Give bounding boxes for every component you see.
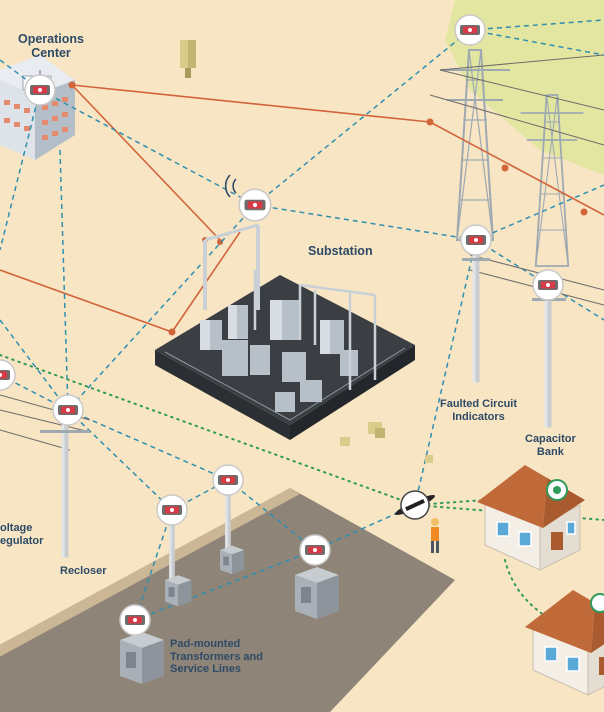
capacitor-bank-label: Capacitor Bank [525,433,576,458]
sensor-ops-center [24,74,56,106]
operations-center-label-line2: Center [31,46,71,61]
faulted-circuit-label-line2: Indicators [452,410,505,423]
faulted-circuit-indicators-label: Faulted Circuit Indicators [440,398,517,423]
sensor-faulted-circuit [460,224,492,256]
recloser-label: Recloser [60,565,107,577]
fci-pole [472,240,480,383]
voltage-regulator-label-line2: egulator [0,534,44,547]
operations-center-label-line1: Operations [18,32,84,46]
voltage-regulator-label-line1: oltage [0,522,33,534]
sensor-tower [454,14,486,46]
rf-mesh-links [0,19,604,621]
smart-meter-icons [546,479,604,613]
pad-mounted-label-line3: Service Lines [170,663,241,676]
pad-transformer-4 [220,545,245,575]
capacitor-bank-label-line1: Capacitor [525,433,576,445]
voltage-regulator-label: oltage egulator [0,522,43,547]
paved-pad [0,488,455,712]
pad-transformer-3 [165,575,192,607]
sensor-capacitor [532,269,564,301]
crates [340,422,433,463]
field-worker [431,518,439,553]
substation-yard [155,223,415,440]
meter-post [180,40,196,78]
pad-mounted-transformers-label: Pad-mounted Transformers and Service Lin… [170,638,263,676]
capacitor-bank-label-line2: Bank [536,445,564,458]
pad-transformer-2 [120,632,164,684]
sensor-voltage-regulator [0,359,16,391]
faulted-circuit-label-line1: Faulted Circuit [440,398,518,410]
sensor-pad-1 [212,464,244,496]
sensor-pad-4 [119,604,151,636]
sensor-recloser [52,394,84,426]
wireless-signal-icon [224,174,237,198]
pad-mounted-label-line2: Transformers and [170,650,263,663]
operations-center-building [0,55,75,160]
line-sensor [394,490,436,520]
recloser-pole [61,415,69,558]
substation-label: Substation [308,244,373,258]
operations-center-label: Operations Center [18,32,84,61]
sensor-pad-2 [156,494,188,526]
pad-transformer-1 [295,567,339,619]
yellow-field [445,0,604,175]
sensor-gateway [238,188,272,222]
sensor-pad-3 [299,534,331,566]
capacitor-pole [544,285,552,428]
pad-mounted-label-line1: Pad-mounted [170,638,241,650]
house-1 [476,464,586,571]
